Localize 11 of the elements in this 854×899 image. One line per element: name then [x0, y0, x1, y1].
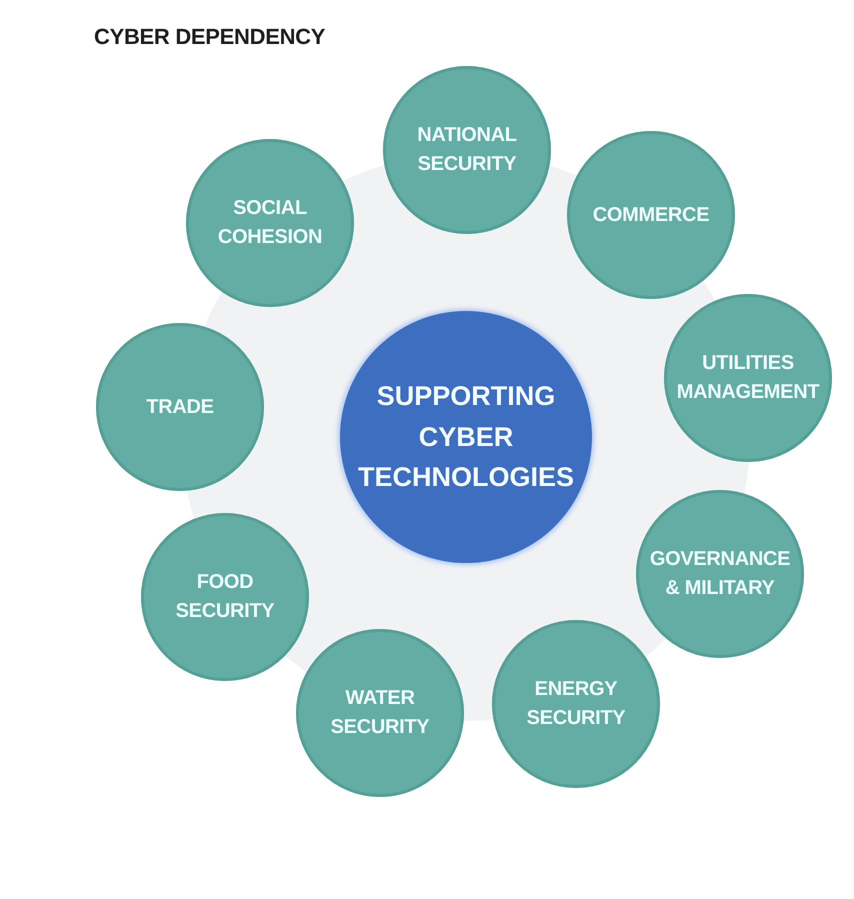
topic-label: GOVERNANCE & MILITARY: [648, 547, 792, 601]
topic-label: TRADE: [145, 394, 215, 420]
topic-label: UTILITIES MANAGEMENT: [676, 351, 820, 405]
topic-label: WATER SECURITY: [330, 686, 430, 740]
diagram-title: CYBER DEPENDENCY: [94, 24, 326, 50]
topic-label: COMMERCE: [592, 202, 710, 228]
topic-label: NATIONAL SECURITY: [416, 123, 518, 177]
hub-label: SUPPORTING CYBER TECHNOLOGIES: [356, 380, 575, 494]
topic-label: SOCIAL COHESION: [216, 196, 324, 250]
topic-label: FOOD SECURITY: [174, 570, 276, 624]
topic-label: ENERGY SECURITY: [526, 677, 626, 731]
